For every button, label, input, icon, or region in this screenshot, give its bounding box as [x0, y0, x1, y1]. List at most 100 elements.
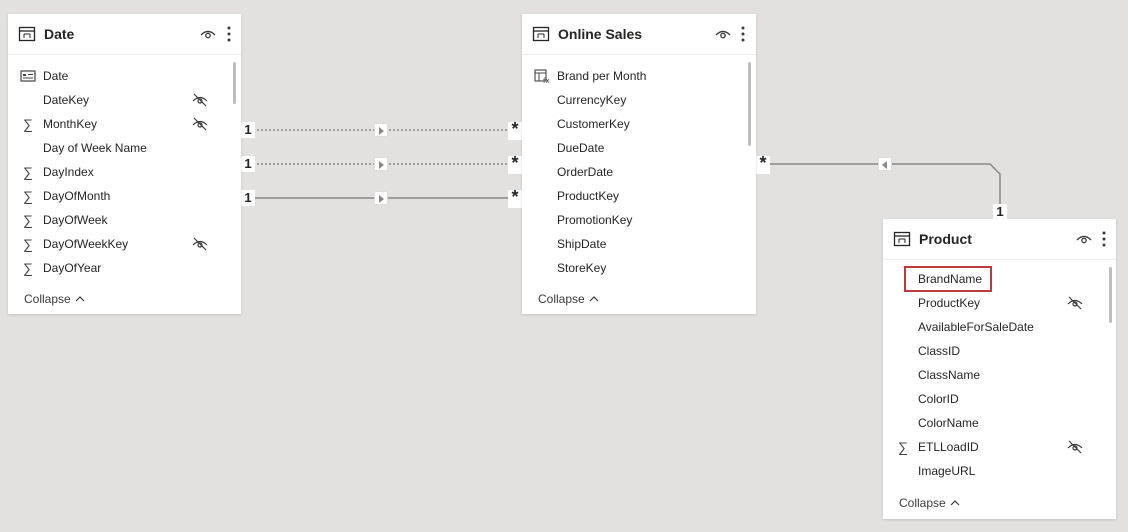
field-row[interactable]: ClassName	[883, 363, 1116, 387]
sigma-icon: ∑	[23, 236, 33, 252]
field-row[interactable]: ShipDate	[522, 232, 756, 256]
hidden-eye-icon	[1066, 439, 1084, 455]
sigma-icon: ∑	[23, 116, 33, 132]
hidden-eye-icon	[1066, 295, 1084, 311]
field-row[interactable]: ∑ DayOfWeek	[8, 208, 241, 232]
collapse-button[interactable]: Collapse	[899, 496, 960, 510]
field-row[interactable]: ColorName	[883, 411, 1116, 435]
cardinality-one: 1	[241, 122, 255, 138]
eye-icon[interactable]	[1076, 232, 1092, 246]
field-row[interactable]: fx Brand per Month	[522, 64, 756, 88]
field-label: Brand per Month	[557, 69, 647, 83]
table-icon	[893, 230, 911, 248]
selected-field-outline	[904, 266, 992, 292]
field-label: DayOfYear	[43, 261, 102, 275]
field-row[interactable]: DueDate	[522, 136, 756, 160]
field-label: ImageURL	[918, 464, 976, 478]
field-row[interactable]: PromotionKey	[522, 208, 756, 232]
hidden-eye-icon	[191, 236, 209, 252]
filter-direction-right-icon	[374, 157, 388, 171]
collapse-label: Collapse	[538, 292, 585, 306]
field-label: ClassID	[918, 344, 961, 358]
sigma-icon: ∑	[23, 188, 33, 204]
filter-direction-left-icon	[878, 157, 892, 171]
table-icon	[532, 25, 550, 43]
field-row[interactable]: ImageURL	[883, 459, 1116, 483]
field-label: DayOfWeek	[43, 213, 108, 227]
sigma-icon: ∑	[23, 260, 33, 276]
more-options-icon[interactable]	[741, 25, 745, 43]
field-label: StoreKey	[557, 261, 607, 275]
field-row[interactable]: ∑ DayOfMonth	[8, 184, 241, 208]
field-row[interactable]: Date	[8, 64, 241, 88]
sigma-icon: ∑	[23, 212, 33, 228]
filter-direction-right-icon	[374, 123, 388, 137]
sigma-icon: ∑	[23, 164, 33, 180]
field-label: CurrencyKey	[557, 93, 627, 107]
sigma-icon: ∑	[898, 439, 908, 455]
table-title: Product	[919, 231, 972, 247]
eye-icon[interactable]	[200, 27, 216, 41]
table-title: Date	[44, 26, 75, 42]
field-label: ProductKey	[918, 296, 981, 310]
cardinality-one: 1	[241, 156, 255, 172]
field-row[interactable]: ColorID	[883, 387, 1116, 411]
field-row[interactable]: ∑ DayOfYear	[8, 256, 241, 280]
svg-text:fx: fx	[543, 77, 550, 84]
collapse-label: Collapse	[899, 496, 946, 510]
field-label: ColorName	[918, 416, 979, 430]
field-row[interactable]: ∑ DayIndex	[8, 160, 241, 184]
table-card-online-sales[interactable]: Online Sales fx Brand per Month Currency…	[522, 14, 756, 314]
field-label: DayOfMonth	[43, 189, 111, 203]
cardinality-one: 1	[993, 204, 1007, 220]
table-card-product[interactable]: Product BrandName ProductKey AvailableFo…	[883, 219, 1116, 519]
field-row[interactable]: CurrencyKey	[522, 88, 756, 112]
table-card-header[interactable]: Product	[883, 219, 1116, 260]
field-row[interactable]: ProductKey	[883, 291, 1116, 315]
eye-icon[interactable]	[715, 27, 731, 41]
cardinality-many: *	[508, 154, 522, 174]
field-label: AvailableForSaleDate	[918, 320, 1034, 334]
field-label: PromotionKey	[557, 213, 633, 227]
field-row[interactable]: StoreKey	[522, 256, 756, 280]
scrollbar[interactable]	[1109, 267, 1112, 323]
more-options-icon[interactable]	[1102, 230, 1106, 248]
more-options-icon[interactable]	[227, 25, 231, 43]
field-row[interactable]: CustomerKey	[522, 112, 756, 136]
field-label: ClassName	[918, 368, 981, 382]
table-icon	[18, 25, 36, 43]
field-row-selected[interactable]: BrandName	[883, 267, 1116, 291]
field-label: ShipDate	[557, 237, 607, 251]
field-row[interactable]: ∑ ETLLoadID	[883, 435, 1116, 459]
field-row[interactable]: OrderDate	[522, 160, 756, 184]
cardinality-many: *	[756, 154, 770, 174]
calendar-field-icon	[20, 68, 36, 84]
field-label: MonthKey	[43, 117, 98, 131]
cardinality-many: *	[508, 188, 522, 208]
hidden-eye-icon	[191, 116, 209, 132]
scrollbar[interactable]	[748, 62, 751, 146]
table-card-header[interactable]: Date	[8, 14, 241, 55]
field-row[interactable]: ∑ DayOfWeekKey	[8, 232, 241, 256]
collapse-button[interactable]: Collapse	[24, 292, 85, 306]
field-row[interactable]: Day of Week Name	[8, 136, 241, 160]
field-label: DateKey	[43, 93, 90, 107]
filter-direction-right-icon	[374, 191, 388, 205]
field-label: DueDate	[557, 141, 605, 155]
field-row[interactable]: ClassID	[883, 339, 1116, 363]
table-card-header[interactable]: Online Sales	[522, 14, 756, 55]
collapse-button[interactable]: Collapse	[538, 292, 599, 306]
field-row[interactable]: ∑ MonthKey	[8, 112, 241, 136]
field-label: CustomerKey	[557, 117, 630, 131]
relationship-line-4[interactable]	[756, 163, 1001, 218]
field-row[interactable]: AvailableForSaleDate	[883, 315, 1116, 339]
field-row[interactable]: DateKey	[8, 88, 241, 112]
cardinality-many: *	[508, 120, 522, 140]
field-label: DayIndex	[43, 165, 94, 179]
field-label: Day of Week Name	[43, 141, 147, 155]
field-label: OrderDate	[557, 165, 614, 179]
table-card-date[interactable]: Date Date DateKey ∑ MonthKey	[8, 14, 241, 314]
table-title: Online Sales	[558, 26, 643, 42]
scrollbar[interactable]	[233, 62, 236, 104]
field-row[interactable]: ProductKey	[522, 184, 756, 208]
